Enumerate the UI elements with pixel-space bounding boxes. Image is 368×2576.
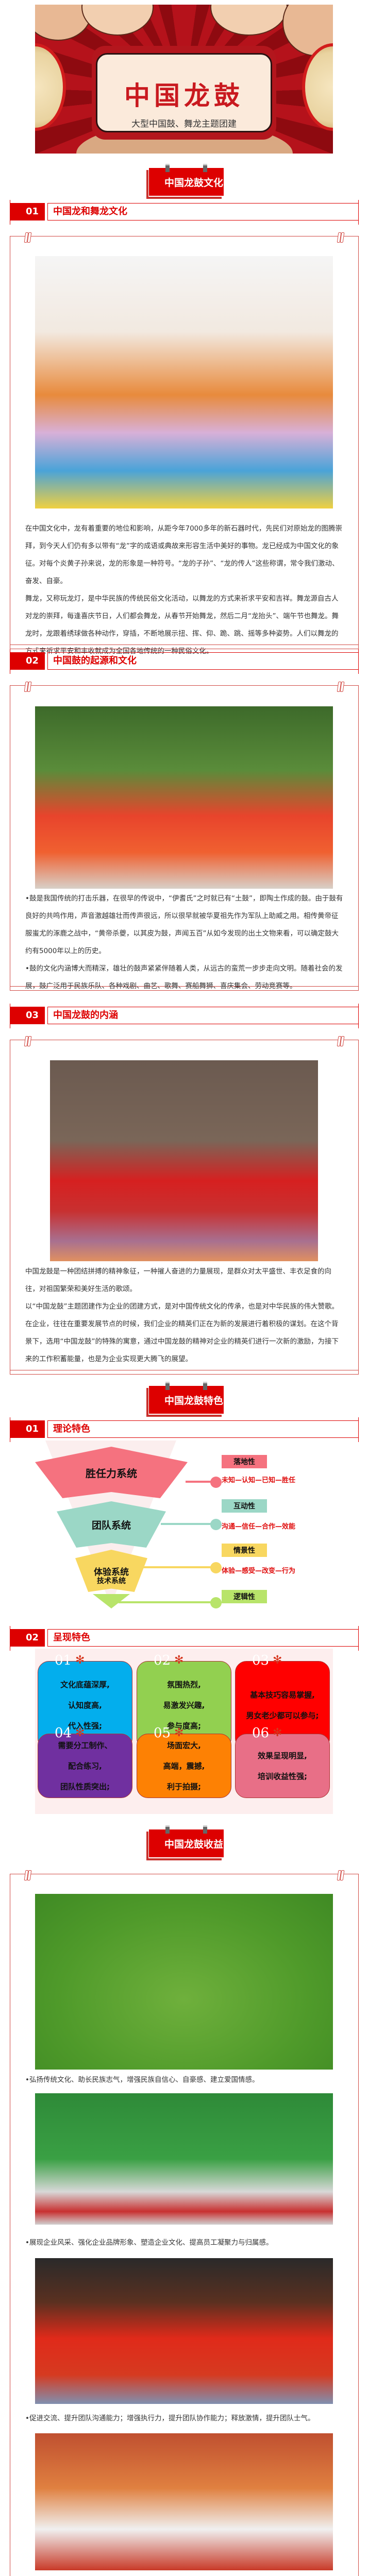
white-dragon-photo xyxy=(35,2433,333,2570)
pin-icon xyxy=(203,1382,207,1390)
feature-card-06: 06✻ 效果呈现明显,培训收益性强; xyxy=(235,1725,330,1798)
paperclip-icon xyxy=(25,682,31,691)
tagline-experience: 体验—感受—改变—行为 xyxy=(222,1567,296,1575)
banner-title: 中国龙鼓 xyxy=(124,80,244,111)
presentation-cards-panel: 01✻ 文化底蕴深厚,认知度高,代入性强; 02✻ 氛围热烈,易激发兴趣,参与度… xyxy=(35,1649,333,1814)
section-title-benefits: 中国龙鼓收益 xyxy=(146,1825,224,1860)
paperclip-icon xyxy=(338,1036,344,1045)
benefit-text-3: •促进交流、提升团队沟通能力；增强执行力，提升团队协作能力；释放激情，提升团队士… xyxy=(25,2414,315,2422)
subheader-theory: 01 理论特色 xyxy=(10,1417,359,1442)
dragon-culture-text: 在中国文化中，龙有着重要的地位和影响，从距今年7000多年的新石器时代，先民们对… xyxy=(25,524,342,655)
subheader-02: 02 中国鼓的起源和文化 xyxy=(10,649,359,674)
funnel-segment-experience: 体验系统 xyxy=(75,1550,147,1592)
pin-icon xyxy=(165,164,170,172)
benefit-text-2: •展现企业风采、强化企业品牌形象、塑造企业文化、提高员工凝聚力与归属感。 xyxy=(25,2239,273,2247)
drum-right-icon xyxy=(302,43,333,131)
aerial-dragon-photo xyxy=(35,1894,333,2070)
paperclip-icon xyxy=(338,1870,344,1879)
feature-card-04: 04✻ 需要分工制作、配合练习,团队性质突出; xyxy=(38,1725,132,1798)
pin-icon xyxy=(165,1825,170,1834)
flower-icon: ✻ xyxy=(75,1654,85,1667)
section-title-culture: 中国龙鼓文化 xyxy=(146,164,224,199)
paperclip-icon xyxy=(25,1870,31,1879)
meaning-text: 中国龙鼓是一种团结拼搏的精神象征，一种摧人奋进的力量展现，是群众对太平盛世、丰衣… xyxy=(25,1267,339,1363)
tag-situational: 情景性 xyxy=(222,1544,267,1557)
connector-dot-icon xyxy=(210,1477,222,1488)
paperclip-icon xyxy=(338,232,344,242)
red-dragon-photo xyxy=(35,2258,333,2404)
drum-team-photo xyxy=(35,706,333,889)
flower-icon: ✻ xyxy=(273,1654,282,1667)
connector-dot-icon xyxy=(210,1519,222,1530)
section-title-features: 中国龙鼓特色 xyxy=(146,1382,224,1417)
title-plaque: 中国龙鼓 大型中国鼓、舞龙主题团建 xyxy=(92,46,276,140)
flower-icon: ✻ xyxy=(174,1654,184,1667)
content-frame-benefits: •弘扬传统文化、助长民族志气，增强民族自信心、自豪感、建立爱国情感。 •展现企业… xyxy=(10,1874,359,2576)
connector-dot-icon xyxy=(210,1562,222,1573)
paperclip-icon xyxy=(25,1036,31,1045)
tagline-competency: 未知—认知—已知—胜任 xyxy=(222,1477,296,1484)
tag-grounded: 落地性 xyxy=(222,1455,267,1468)
drum-origin-text: •鼓是我国传统的打击乐器，在很早的传说中，“伊耆氏”之时就已有“土鼓”，即陶土作… xyxy=(25,894,343,990)
pin-icon xyxy=(203,164,207,172)
pin-icon xyxy=(165,1382,170,1390)
drum-left-icon xyxy=(35,43,66,131)
subheader-03: 03 中国龙鼓的内涵 xyxy=(10,1004,359,1028)
cloud-decoration xyxy=(210,5,288,36)
cloud-decoration xyxy=(81,5,154,36)
connector-dot-icon xyxy=(210,1597,222,1608)
flower-icon: ✻ xyxy=(174,1726,184,1739)
dragon-dance-photo xyxy=(35,256,333,509)
pin-icon xyxy=(203,1825,207,1834)
paperclip-icon xyxy=(338,682,344,691)
tag-logical: 逻辑性 xyxy=(222,1590,267,1603)
paperclip-icon xyxy=(25,232,31,242)
funnel-segment-team: 团队系统 xyxy=(57,1501,166,1548)
drum-performers-photo xyxy=(50,1060,318,1261)
tag-interactive: 互动性 xyxy=(222,1499,267,1513)
benefit-text-1: •弘扬传统文化、助长民族志气，增强民族自信心、自豪感、建立爱国情感。 xyxy=(25,2076,259,2084)
content-frame-drum-origin: •鼓是我国传统的打击乐器，在很早的传说中，“伊耆氏”之时就已有“土鼓”，即陶土作… xyxy=(10,682,359,991)
theory-funnel-diagram: 胜任力系统 团队系统 体验系统 技术系统 落地性 未知—认知—已知—胜任 互动性… xyxy=(31,1440,340,1616)
stadium-team-photo xyxy=(35,2093,333,2225)
subheader-presentation: 02 呈现特色 xyxy=(10,1626,359,1651)
flower-icon: ✻ xyxy=(273,1726,282,1739)
subheader-01: 01 中国龙和舞龙文化 xyxy=(10,200,359,225)
flower-icon: ✻ xyxy=(75,1726,85,1739)
hero-banner: 中国龙鼓 大型中国鼓、舞龙主题团建 xyxy=(35,5,333,154)
content-frame-dragon: 在中国文化中，龙有着重要的地位和影响，从距今年7000多年的新石器时代，先民们对… xyxy=(10,236,359,655)
tagline-team: 沟通—信任—合作—效能 xyxy=(222,1523,296,1531)
content-frame-meaning: 中国龙鼓是一种团结拼搏的精神象征，一种摧人奋进的力量展现，是群众对太平盛世、丰衣… xyxy=(10,1040,359,1375)
banner-subtitle: 大型中国鼓、舞龙主题团建 xyxy=(131,119,237,129)
funnel-segment-tech-label: 技术系统 xyxy=(97,1577,126,1585)
feature-card-05: 05✻ 场面宏大,高端，震撼,利于拍摄; xyxy=(137,1725,231,1798)
